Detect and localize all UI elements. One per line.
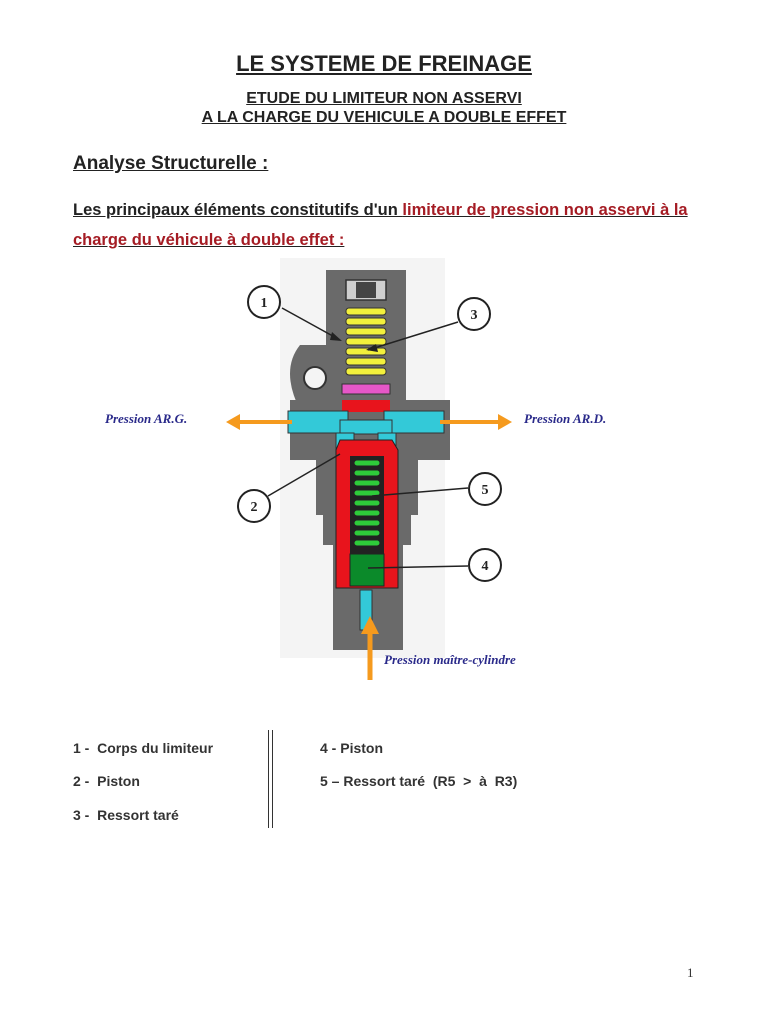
legend-item-4: 4 - Piston [320, 740, 384, 756]
page-number: 1 [687, 965, 694, 980]
legend-item-2: 2 - Piston [73, 773, 140, 789]
legend-item-5: 5 – Ressort taré (R5 > à R3) [320, 773, 518, 789]
subtitle-line-2: A LA CHARGE DU VEHICULE A DOUBLE EFFET [201, 109, 567, 126]
callout-2: 2 [251, 500, 258, 515]
limiter-diagram: 1 3 2 5 4 [226, 258, 512, 680]
callout-4: 4 [482, 559, 489, 574]
page-title: LE SYSTEME DE FREINAGE [236, 51, 532, 76]
callout-1: 1 [261, 296, 268, 311]
arrow-right [440, 414, 512, 430]
intro-paragraph: Les principaux éléments constitutifs d'u… [73, 195, 693, 255]
intro-highlight: limiteur de pression non asservi à la ch… [73, 201, 688, 249]
label-pressure-master: Pression maître-cylindre [384, 652, 516, 667]
spring-top [345, 307, 387, 376]
callout-5: 5 [482, 483, 489, 498]
legend-item-1: 1 - Corps du limiteur [73, 740, 214, 756]
legend-divider [268, 730, 269, 828]
leader-lines [267, 307, 469, 569]
arrow-left [226, 414, 292, 430]
legend-item-3: 3 - Ressort taré [73, 807, 179, 823]
callout-3: 3 [471, 308, 478, 323]
leader-arrowheads [330, 332, 378, 352]
spring-bottom [353, 459, 381, 547]
arrow-up [361, 616, 379, 680]
label-pressure-left: Pression AR.G. [105, 411, 188, 426]
legend-divider-2 [272, 730, 273, 828]
subtitle-line-1: ETUDE DU LIMITEUR NON ASSERVI [246, 90, 522, 107]
piston-cup [342, 400, 390, 412]
mount-hole [303, 366, 327, 390]
section-title: Analyse Structurelle : [73, 153, 269, 174]
callout-circles [237, 285, 502, 582]
seal [341, 383, 391, 395]
label-pressure-right: Pression AR.D. [524, 411, 607, 426]
intro-text: Les principaux éléments constitutifs d'u… [73, 201, 403, 219]
piston-small [349, 553, 385, 587]
